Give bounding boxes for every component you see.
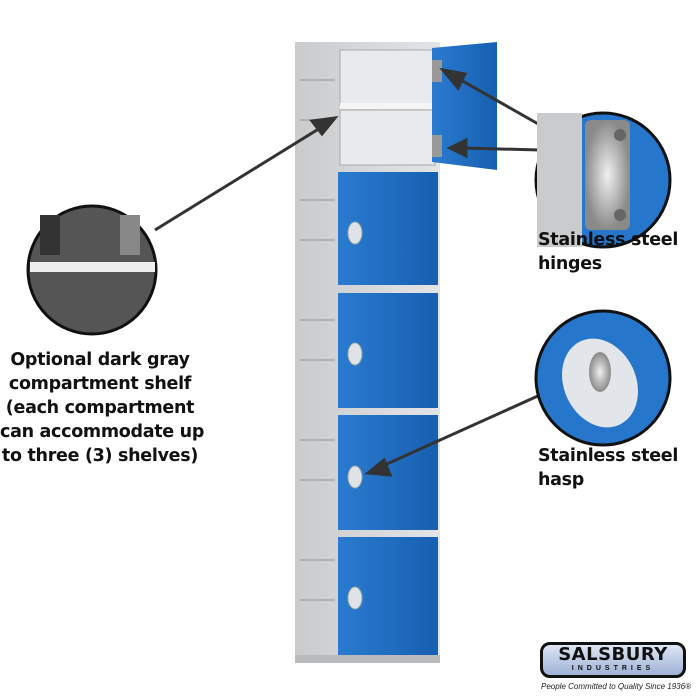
closed-doors bbox=[338, 172, 438, 655]
caption-line: Stainless steel bbox=[538, 230, 679, 250]
caption-line: to three (3) shelves) bbox=[1, 446, 199, 466]
logo-tagline: People Committed to Quality Since 1936® bbox=[541, 682, 691, 691]
hinges-caption: Stainless steel hinges bbox=[538, 228, 678, 276]
hasp-caption: Stainless steel hasp bbox=[538, 444, 678, 492]
caption-line: hasp bbox=[538, 470, 585, 490]
hinge-detail-circle bbox=[534, 111, 672, 249]
salsbury-logo: SALSBURY INDUSTRIES bbox=[540, 642, 686, 678]
logo-brand: SALSBURY bbox=[558, 644, 668, 665]
shelf-caption: Optional dark gray compartment shelf (ea… bbox=[0, 348, 205, 468]
caption-line: Optional dark gray bbox=[10, 350, 190, 370]
caption-line: hinges bbox=[538, 254, 602, 274]
logo-sub: INDUSTRIES bbox=[571, 665, 655, 672]
caption-line: compartment shelf bbox=[8, 374, 192, 394]
hasp-detail-circle bbox=[534, 309, 672, 447]
callout-arrows bbox=[154, 67, 541, 477]
caption-line: can accommodate up bbox=[0, 422, 205, 442]
shelf-detail-circle bbox=[26, 204, 158, 336]
caption-line: Stainless steel bbox=[538, 446, 679, 466]
tagline-text: People Committed to Quality Since 1936 bbox=[541, 682, 686, 691]
caption-line: (each compartment bbox=[5, 398, 195, 418]
